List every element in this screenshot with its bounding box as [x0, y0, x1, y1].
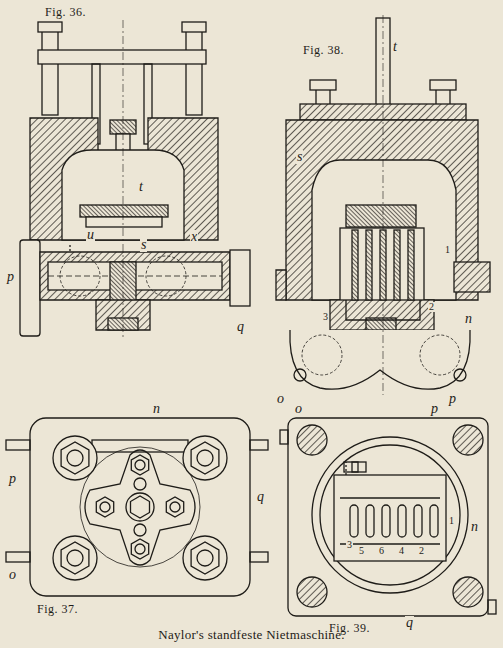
drawing-stroke: [166, 497, 183, 517]
part-letter: s: [140, 238, 147, 252]
part-letter: q: [405, 616, 414, 630]
drawing-stroke: [183, 436, 227, 480]
caption: Naylor's standfeste Nietmaschine.: [0, 627, 503, 643]
callout-number: 3: [322, 312, 329, 322]
drawing-stroke: [197, 550, 213, 566]
drawing-stroke: [197, 450, 213, 466]
drawing-stroke: [366, 505, 374, 537]
callout-number: 1: [444, 245, 451, 255]
drawing-stroke: [183, 536, 227, 580]
part-letter: p: [6, 270, 15, 284]
callout-number: 2: [418, 546, 425, 556]
part-letter: p: [8, 472, 17, 486]
part-letter: n: [470, 520, 479, 534]
drawing-stroke: [414, 505, 422, 537]
part-letter: q: [236, 320, 245, 334]
callout-number: 6: [378, 546, 385, 556]
drawing-stroke: [61, 542, 89, 574]
drawing-stroke: [297, 425, 327, 455]
figure-label: Fig. 38.: [302, 44, 345, 56]
drawing-stroke: [191, 542, 219, 574]
part-letter: x: [190, 230, 198, 244]
drawing-stroke: [61, 442, 89, 474]
drawing-stroke: [96, 497, 113, 517]
drawing-stroke: [134, 478, 146, 490]
drawing-stroke: [135, 460, 145, 470]
callout-number: 1: [448, 516, 455, 526]
callout-number: 4: [398, 546, 405, 556]
drawing-stroke: [394, 230, 400, 300]
part-letter: o: [276, 392, 285, 406]
drawing-stroke: [131, 496, 150, 518]
drawing-stroke: [135, 544, 145, 554]
drawing-stroke: [53, 436, 97, 480]
figure-label: Fig. 36.: [44, 6, 87, 18]
drawing-stroke: [131, 539, 148, 559]
drawing-stroke: [346, 300, 420, 320]
figure-label: Fig. 37.: [36, 603, 79, 615]
callout-number: 2: [428, 302, 435, 312]
drawing-stroke: [297, 577, 327, 607]
callout-number: 3: [346, 540, 353, 550]
drawing-stroke: [453, 577, 483, 607]
part-letter: p: [448, 392, 457, 406]
part-letter: o: [294, 402, 303, 416]
drawing-stroke: [430, 505, 438, 537]
drawing-stroke: [350, 505, 358, 537]
drawing-stroke: [340, 497, 440, 498]
drawing-stroke: [131, 455, 148, 475]
drawing-stroke: [380, 230, 386, 300]
drawing-stroke: [366, 230, 372, 300]
drawing-stroke: [398, 505, 406, 537]
drawing-stroke: [126, 493, 154, 521]
part-letter: s: [296, 150, 303, 164]
drawing-stroke: [408, 230, 414, 300]
drawing-stroke: [134, 524, 146, 536]
drawing-stroke: [170, 502, 180, 512]
part-letter: q: [256, 490, 265, 504]
drawing-stroke: [352, 230, 358, 300]
drawing-stroke: [191, 442, 219, 474]
drawing-stroke: [340, 543, 440, 544]
callout-number: 5: [358, 546, 365, 556]
drawing-stroke: [67, 550, 83, 566]
part-letter: u: [86, 228, 95, 242]
part-letter: p: [430, 402, 439, 416]
part-letter: t: [392, 40, 398, 54]
drawing-stroke: [453, 425, 483, 455]
drawing-stroke: [382, 505, 390, 537]
part-letter: n: [464, 312, 473, 326]
drawing-stroke: [67, 450, 83, 466]
part-letter: n: [152, 402, 161, 416]
drawing-stroke: [100, 502, 110, 512]
drawing-stroke: [53, 536, 97, 580]
part-letter: t: [138, 180, 144, 194]
part-letter: o: [8, 568, 17, 582]
